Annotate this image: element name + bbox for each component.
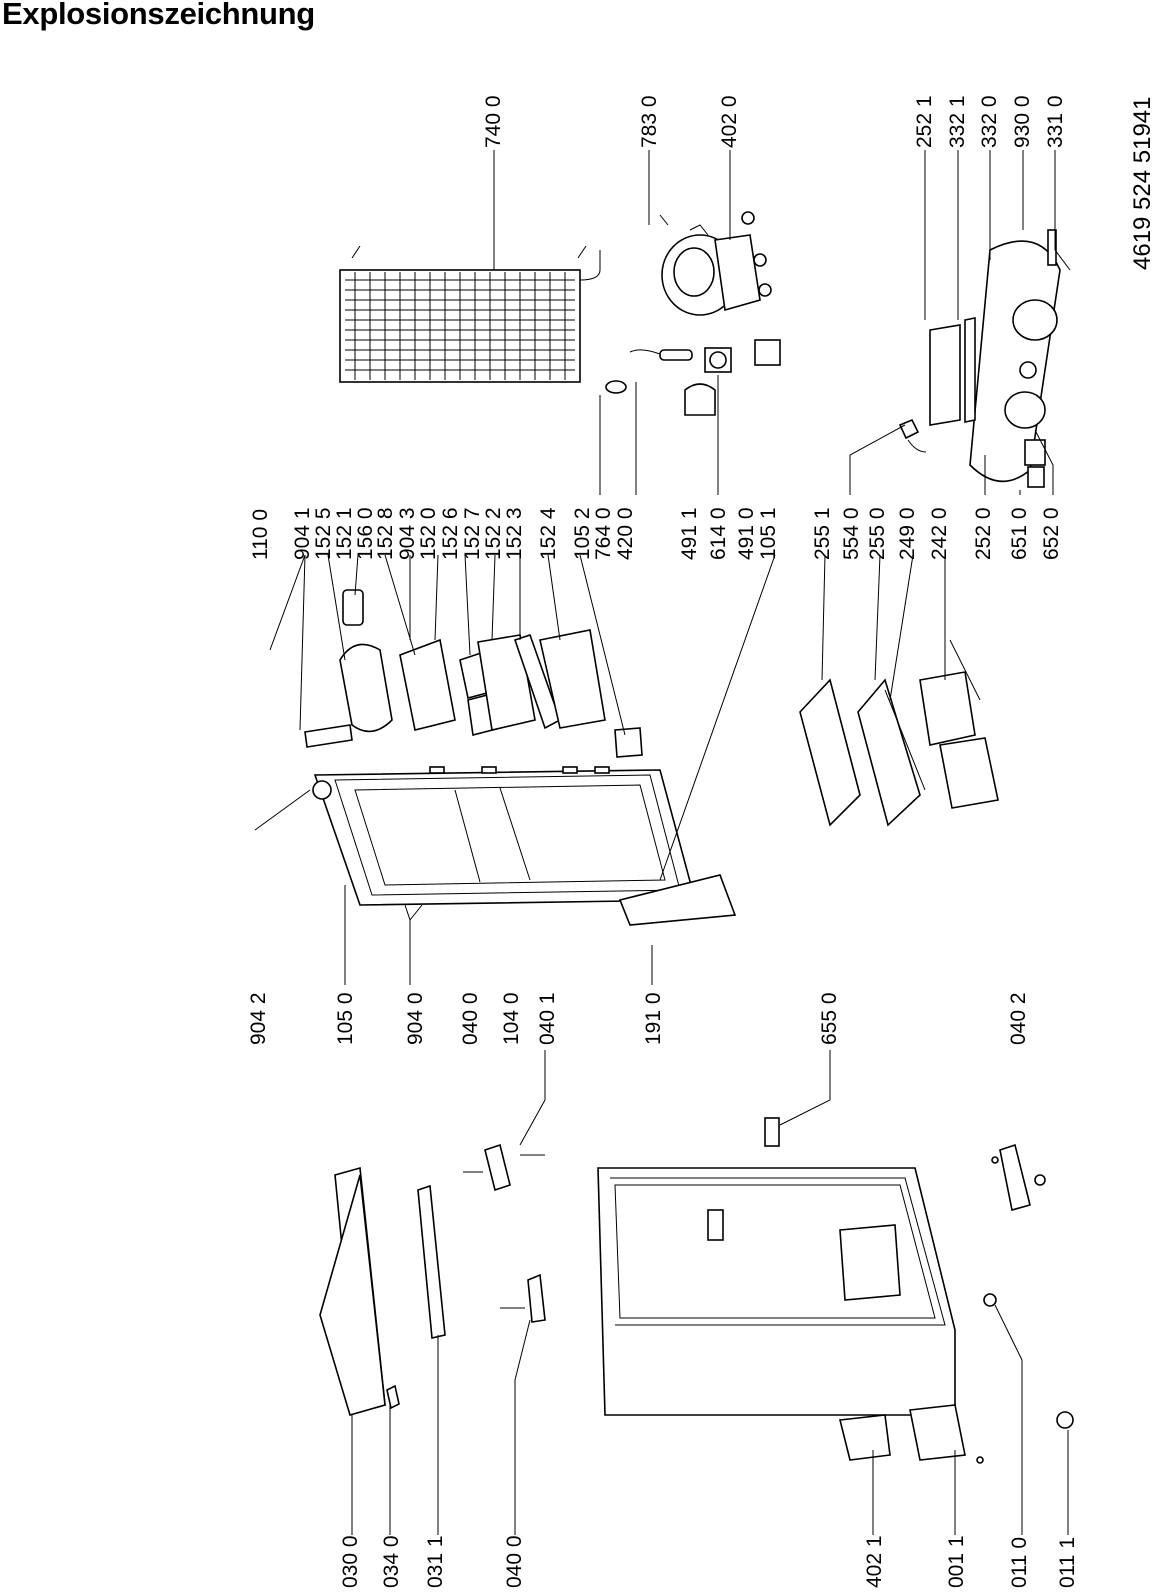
callout-label: 011 1 xyxy=(1056,1537,1079,1588)
door-drawing xyxy=(312,766,737,926)
callout-label: 156 0 xyxy=(354,507,377,560)
callout-label: 252 0 xyxy=(972,507,995,560)
callout-label: 040 2 xyxy=(1007,992,1030,1045)
callout-label: 191 0 xyxy=(642,992,665,1045)
callout-label: 652 0 xyxy=(1040,507,1063,560)
callout-label: 402 0 xyxy=(718,95,741,148)
callout-label: 152 4 xyxy=(537,507,560,560)
callout-label: 420 0 xyxy=(614,507,637,560)
glass-shelves-drawing xyxy=(799,671,999,827)
door-shelves-drawing xyxy=(304,589,643,758)
callout-label: 152 6 xyxy=(439,507,462,560)
cabinet-drawing xyxy=(597,1167,966,1461)
condenser-drawing xyxy=(339,245,601,383)
callout-label: 332 0 xyxy=(978,95,1001,148)
callout-label: 105 2 xyxy=(571,507,594,560)
callout-label: 255 0 xyxy=(866,507,889,560)
callout-label: 930 0 xyxy=(1011,95,1034,148)
callout-label: 152 8 xyxy=(374,507,397,560)
hinges-drawing xyxy=(463,1117,1074,1464)
callout-label: 034 0 xyxy=(380,1535,403,1588)
callout-label: 255 1 xyxy=(811,507,834,560)
page-title: Explosionszeichnung xyxy=(2,0,315,31)
callout-label: 783 0 xyxy=(638,95,661,148)
document-number: 4619 524 51941 xyxy=(1129,96,1156,270)
leader-lines xyxy=(254,150,1071,1535)
evaporator-housing-drawing xyxy=(898,229,1061,488)
callout-label: 030 0 xyxy=(339,1535,362,1588)
callout-label: 040 0 xyxy=(459,992,482,1045)
callout-label: 554 0 xyxy=(840,507,863,560)
callout-label: 655 0 xyxy=(818,992,841,1045)
callout-label: 904 3 xyxy=(396,507,419,560)
callout-label: 104 0 xyxy=(500,992,523,1045)
callout-label: 764 0 xyxy=(592,507,615,560)
callout-label: 040 1 xyxy=(536,992,559,1045)
callout-label: 904 0 xyxy=(404,992,427,1045)
callout-label: 904 2 xyxy=(247,992,270,1045)
compressor-drawing xyxy=(659,211,772,316)
door-frame-drawing xyxy=(319,1166,446,1416)
callout-label: 332 1 xyxy=(946,95,969,148)
callout-labels: 740 0 783 0 402 0 252 1 332 1 332 0 930 0 331 0… xyxy=(247,95,1079,1588)
callout-label: 001 1 xyxy=(945,1535,968,1588)
callout-label: 031 1 xyxy=(424,1535,447,1588)
callout-label: 402 1 xyxy=(863,1535,886,1588)
relay-parts-drawing xyxy=(605,339,781,416)
callout-label: 904 1 xyxy=(291,507,314,560)
callout-label: 331 0 xyxy=(1044,95,1067,148)
callout-label: 152 5 xyxy=(312,507,335,560)
callout-label: 152 7 xyxy=(461,507,484,560)
callout-label: 152 1 xyxy=(333,507,356,560)
callout-label: 105 0 xyxy=(334,992,357,1045)
callout-label: 252 1 xyxy=(913,95,936,148)
callout-label: 152 2 xyxy=(482,507,505,560)
callout-label: 011 0 xyxy=(1008,1537,1031,1588)
callout-label: 651 0 xyxy=(1008,507,1031,560)
callout-label: 614 0 xyxy=(707,507,730,560)
callout-label: 242 0 xyxy=(928,507,951,560)
callout-label: 040 0 xyxy=(503,1535,526,1588)
callout-label: 105 1 xyxy=(757,507,780,560)
callout-label: 491 1 xyxy=(678,507,701,560)
callout-label: 152 3 xyxy=(503,507,526,560)
callout-label: 110 0 xyxy=(249,509,272,560)
callout-label: 491 0 xyxy=(735,507,758,560)
callout-label: 152 0 xyxy=(417,507,440,560)
callout-label: 249 0 xyxy=(896,507,919,560)
callout-label: 740 0 xyxy=(482,95,505,148)
